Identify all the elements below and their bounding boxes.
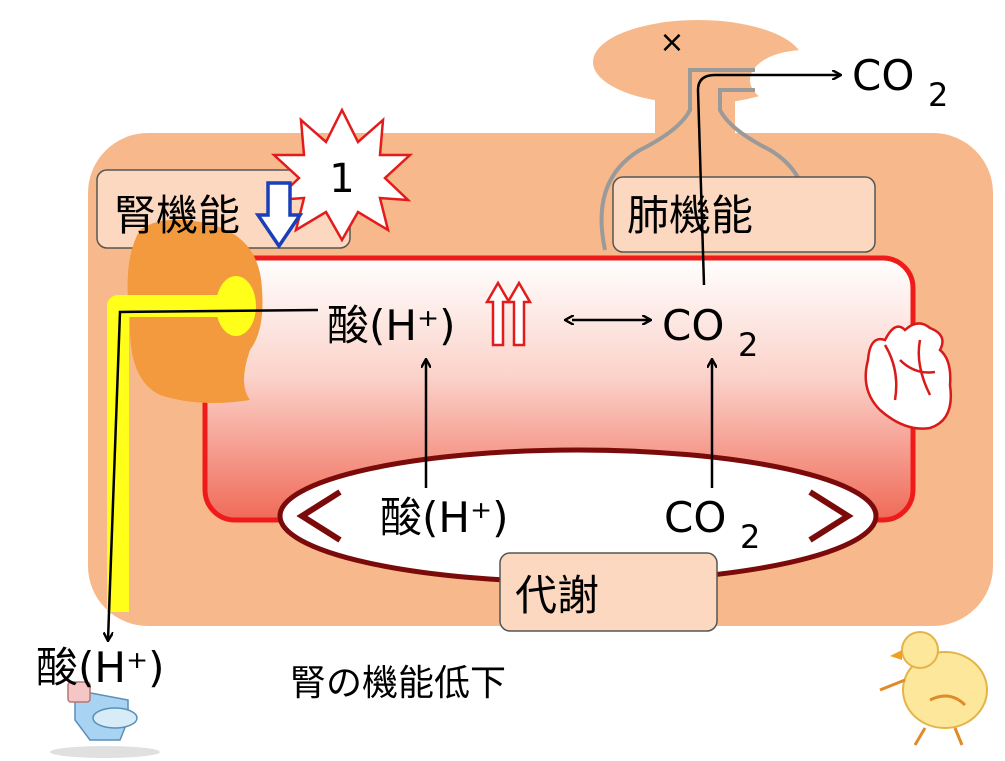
metabolism-left-chevron xyxy=(296,489,342,543)
co2-blood-label: CO xyxy=(662,301,724,350)
lung-function-label: 肺機能 xyxy=(627,191,753,240)
lung-function-box xyxy=(612,176,876,253)
caption: 腎の機能低下 xyxy=(290,663,506,704)
chick-icon xyxy=(879,631,988,746)
urine-path xyxy=(107,295,236,612)
co2-exhaled-subscript: 2 xyxy=(928,76,948,114)
acid-blood-label: 酸(H⁺) xyxy=(327,301,456,350)
burst-number: 1 xyxy=(329,156,354,202)
co2-metabolism-subscript: 2 xyxy=(740,518,760,556)
acid-excreted-label: 酸(H⁺) xyxy=(36,643,165,692)
toilet-icon xyxy=(50,681,160,758)
kidney-function-label: 腎機能 xyxy=(114,191,240,240)
explosion-burst-icon xyxy=(270,107,414,243)
co2-metabolism-label: CO xyxy=(664,493,726,542)
metabolism-right-chevron xyxy=(808,489,854,543)
acid-increase-arrows xyxy=(484,280,533,347)
heart-icon xyxy=(864,322,953,430)
kidney-down-arrow xyxy=(254,181,304,250)
cross-mark: × xyxy=(659,25,684,60)
acid-metabolism-label: 酸(H⁺) xyxy=(380,493,509,542)
lungs-icon xyxy=(593,20,860,251)
acid-excretion-arrow xyxy=(108,308,319,640)
co2-blood-subscript: 2 xyxy=(738,326,758,364)
co2-exhaled-label: CO xyxy=(852,51,914,100)
metabolism-box xyxy=(499,552,718,632)
metabolism-label: 代謝 xyxy=(515,571,599,620)
co2-exhale-arrow xyxy=(696,75,840,286)
